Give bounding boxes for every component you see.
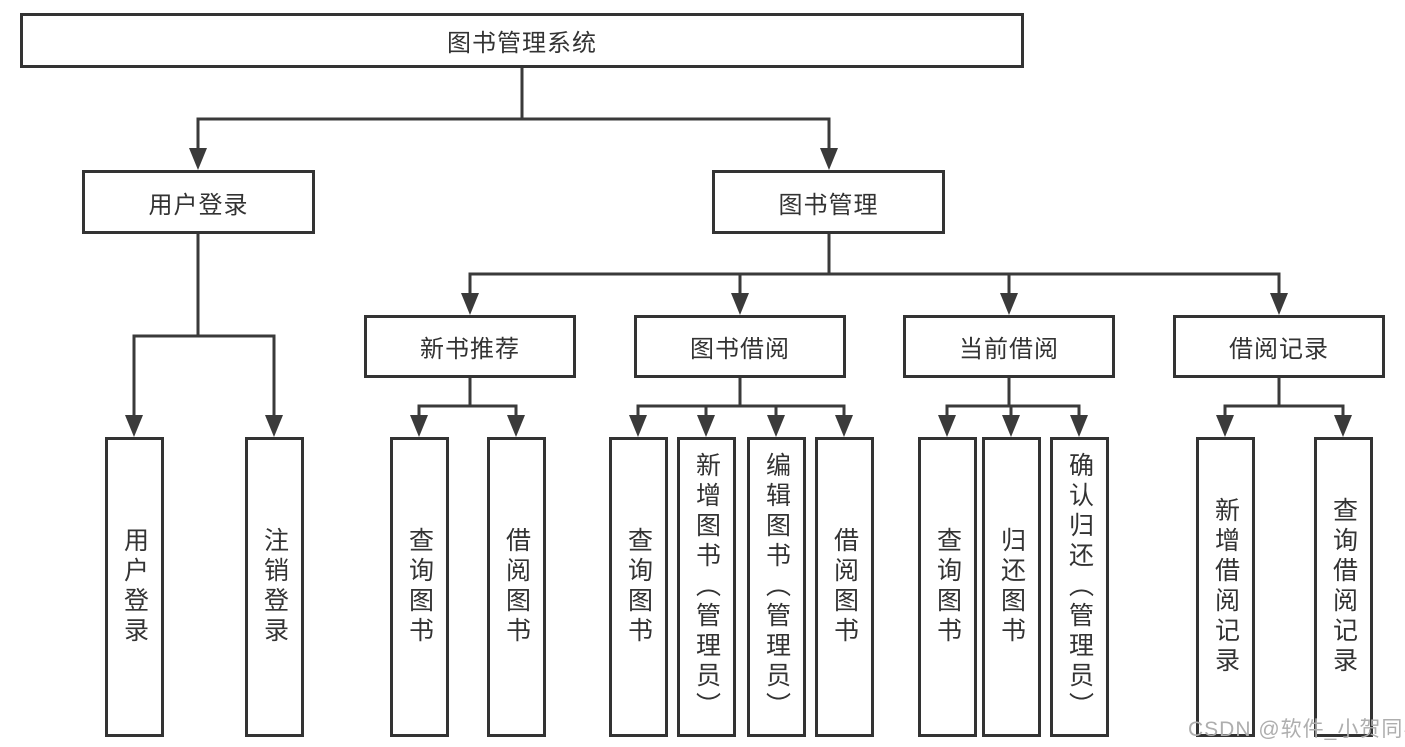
leaf-borrow-books: 借阅图书 [815,437,874,737]
node-current-borrowing: 当前借阅 [903,315,1115,378]
leaf-return-books: 归还图书 [982,437,1041,737]
node-label: 图书管理 [778,191,879,219]
node-label: 查询图书 [624,527,653,647]
node-label: 用户登录 [120,527,149,647]
node-label: 借阅记录 [1229,336,1329,363]
node-user-login-branch: 用户登录 [82,170,315,234]
node-book-borrowing: 图书借阅 [634,315,846,378]
leaf-query-books-borrowing: 查询图书 [609,437,668,737]
node-borrowing-records: 借阅记录 [1173,315,1385,378]
leaf-add-borrow-record: 新增借阅记录 [1196,437,1255,737]
leaf-confirm-return-admin: 确认归还（管理员） [1050,437,1109,737]
node-book-management-branch: 图书管理 [712,170,945,234]
node-label: 借阅图书 [502,527,531,647]
node-label: 新书推荐 [420,336,520,363]
node-label: 借阅图书 [830,527,859,647]
node-label: 用户登录 [148,191,249,219]
node-label: 新增图书（管理员） [692,452,721,722]
leaf-borrow-books-recommend: 借阅图书 [487,437,546,737]
node-label: 查询借阅记录 [1329,497,1358,677]
node-label: 确认归还（管理员） [1065,452,1094,722]
node-label: 图书管理系统 [447,30,597,57]
node-label: 新增借阅记录 [1211,497,1240,677]
watermark-text: CSDN @软件_小贺同学 [1188,718,1405,741]
leaf-add-books-admin: 新增图书（管理员） [677,437,736,737]
leaf-query-books-current: 查询图书 [918,437,977,737]
node-label: 查询图书 [405,527,434,647]
node-label: 归还图书 [997,527,1026,647]
leaf-user-login: 用户登录 [105,437,164,737]
leaf-query-books-recommend: 查询图书 [390,437,449,737]
node-library-management-system: 图书管理系统 [20,13,1024,68]
node-label: 编辑图书（管理员） [762,452,791,722]
node-label: 注销登录 [260,527,289,647]
node-label: 当前借阅 [959,336,1059,363]
node-label: 图书借阅 [690,336,790,363]
leaf-query-borrow-record: 查询借阅记录 [1314,437,1373,737]
node-new-book-recommend: 新书推荐 [364,315,576,378]
leaf-logout: 注销登录 [245,437,304,737]
node-label: 查询图书 [933,527,962,647]
leaf-edit-books-admin: 编辑图书（管理员） [747,437,806,737]
